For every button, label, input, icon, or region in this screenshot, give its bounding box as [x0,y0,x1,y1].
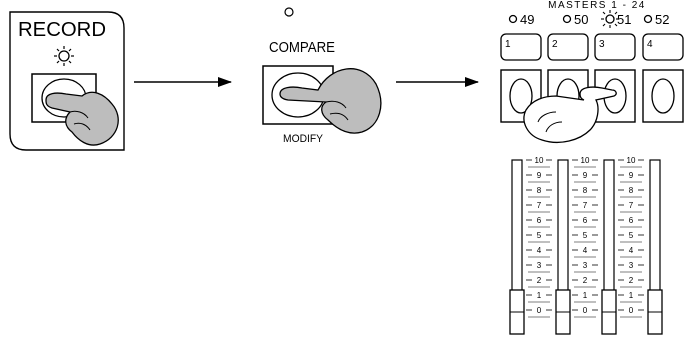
master-key-1[interactable]: 1 [500,33,542,61]
key-label: 3 [599,39,605,50]
led-icon [562,14,572,24]
hand-pointer-icon [523,86,617,144]
hand-pointer-icon [279,68,382,134]
master-fader-1[interactable] [509,159,525,335]
scale-label: 1 [629,291,634,300]
scale-label: 9 [629,171,634,180]
scale-label: 4 [629,246,634,255]
scale-label: 10 [535,156,544,165]
scale-label: 8 [629,186,634,195]
scale-label: 4 [583,246,588,255]
scale-label: 7 [537,201,542,210]
scale-label: 0 [583,306,588,315]
scale-label: 1 [537,291,542,300]
compare-section: COMPARE MODIFY [262,7,382,145]
record-panel: RECORD [9,11,125,151]
record-label: RECORD [18,19,106,41]
masters-section: MASTERS 1 - 24 49 50 51 52 [500,0,684,335]
scale-label: 5 [629,231,634,240]
scale-label: 6 [537,216,542,225]
record-led-lit-icon [54,46,74,66]
hand-pointer-icon [45,91,119,146]
key-label: 4 [647,39,653,50]
flash-button-4[interactable] [642,69,684,123]
led-lit-icon [601,10,619,28]
master-key-2[interactable]: 2 [547,33,589,61]
scale-label: 10 [581,156,590,165]
scale-label: 9 [583,171,588,180]
scale-label: 8 [537,186,542,195]
scale-label: 3 [583,261,588,270]
scale-label: 1 [583,291,588,300]
scale-label: 2 [583,276,588,285]
scale-label: 9 [537,171,542,180]
scale-label: 4 [537,246,542,255]
scale-label: 6 [629,216,634,225]
scale-label: 7 [629,201,634,210]
key-label: 2 [552,39,558,50]
compare-led-icon [284,7,294,17]
key-label: 1 [505,39,511,50]
led-label: 50 [574,12,588,27]
led-label: 49 [520,12,534,27]
scale-label: 0 [537,306,542,315]
scale-label: 6 [583,216,588,225]
led-label: 51 [617,12,631,27]
master-fader-2[interactable] [555,159,571,335]
scale-label: 7 [583,201,588,210]
compare-label: COMPARE [269,39,335,56]
scale-label: 0 [629,306,634,315]
scale-label: 10 [627,156,636,165]
master-led-51: 51 [601,10,631,28]
scale-label: 3 [537,261,542,270]
master-led-50: 50 [562,12,588,27]
scale-label: 8 [583,186,588,195]
master-fader-4[interactable] [647,159,663,335]
master-led-49: 49 [508,12,534,27]
master-key-3[interactable]: 3 [594,33,636,61]
led-label: 52 [655,12,669,27]
led-icon [643,14,653,24]
modify-label: MODIFY [283,133,324,145]
master-led-52: 52 [643,12,669,27]
scale-label: 3 [629,261,634,270]
led-icon [508,14,518,24]
scale-label: 5 [583,231,588,240]
masters-title: MASTERS 1 - 24 [548,0,646,11]
master-key-4[interactable]: 4 [642,33,684,61]
scale-label: 2 [629,276,634,285]
master-fader-3[interactable] [601,159,617,335]
scale-label: 5 [537,231,542,240]
scale-label: 2 [537,276,542,285]
